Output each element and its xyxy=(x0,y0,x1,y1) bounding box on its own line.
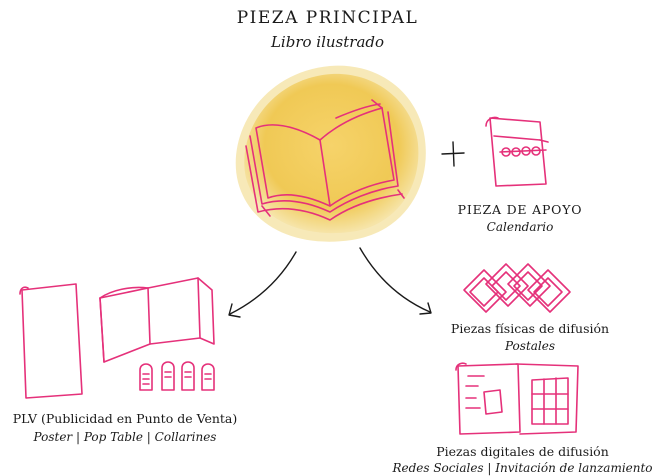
plv-title: PLV (Publicidad en Punto de Venta) xyxy=(12,411,238,426)
collarines-icon xyxy=(139,361,215,391)
digital-diffusion-title: Piezas digitales de difusión xyxy=(436,444,609,459)
digital-screens-icon xyxy=(455,362,579,435)
digital-diffusion-subtitle: Redes Sociales | Invitación de lanzamien… xyxy=(392,461,653,475)
calendar-icon xyxy=(485,116,549,187)
main-piece-title: PIEZA PRINCIPAL xyxy=(236,8,419,28)
arrow-to-diffusion xyxy=(359,247,432,315)
poster-icon xyxy=(19,283,83,399)
physical-diffusion-title: Piezas físicas de difusión xyxy=(450,321,610,336)
pop-table-icon xyxy=(99,277,215,363)
postcards-icon xyxy=(463,263,571,313)
main-piece-blob xyxy=(235,65,426,242)
plus-icon xyxy=(441,141,465,167)
open-book-icon xyxy=(245,99,405,221)
plv-subtitle: Poster | Pop Table | Collarines xyxy=(33,430,217,444)
arrow-to-plv xyxy=(228,251,297,318)
support-piece-title: PIEZA DE APOYO xyxy=(457,202,583,217)
support-piece-subtitle: Calendario xyxy=(486,220,554,234)
physical-diffusion-subtitle: Postales xyxy=(504,339,556,353)
main-piece-subtitle: Libro ilustrado xyxy=(270,33,385,51)
